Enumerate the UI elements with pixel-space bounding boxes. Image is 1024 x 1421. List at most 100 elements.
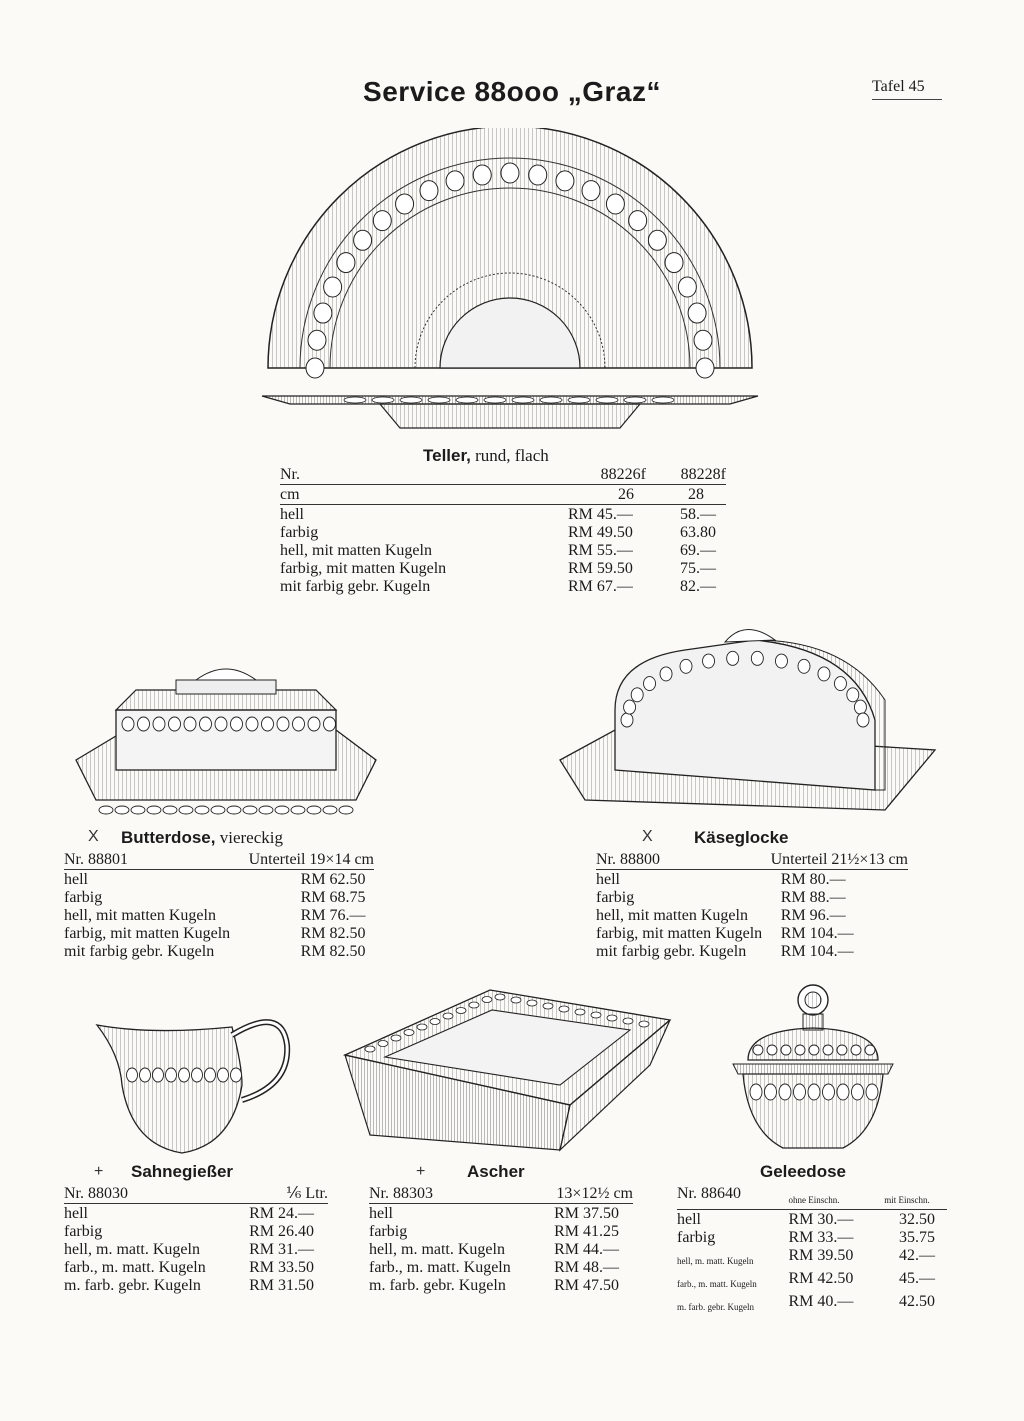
- bead-ornament: [323, 276, 343, 298]
- butterdose-title: Butterdose, viereckig: [121, 828, 283, 848]
- bead-ornament: [623, 699, 637, 715]
- bead-ornament: [146, 805, 162, 815]
- item-number: Nr. 88303: [369, 1185, 535, 1204]
- kaeseglocke-title: Käseglocke: [694, 828, 789, 848]
- geleedose-illustration: [732, 984, 894, 1149]
- bead-ornament: [679, 658, 693, 674]
- bead-ornament: [98, 805, 114, 815]
- bead-ornament: [377, 1040, 389, 1047]
- ascher-mark: +: [416, 1163, 426, 1180]
- sahnegiesser-mark: +: [94, 1163, 104, 1180]
- bead-ornament: [403, 1029, 415, 1036]
- bead-ornament: [455, 396, 479, 404]
- geleedose-title: Geleedose: [760, 1162, 846, 1182]
- bead-ornament: [290, 805, 306, 815]
- bead-ornament: [261, 716, 274, 732]
- butterdose-mark: X: [88, 828, 99, 845]
- bead-ornament: [511, 396, 535, 404]
- bead-ornament: [214, 716, 228, 732]
- bead-ornament: [630, 687, 644, 703]
- bead-ornament: [162, 805, 178, 815]
- item-number: Nr. 88800: [596, 851, 767, 870]
- bead-ornament: [581, 180, 601, 202]
- bead-ornament: [567, 396, 591, 404]
- bead-ornament: [590, 1011, 602, 1019]
- bead-ornament: [371, 396, 395, 404]
- teller-title: Teller, rund, flach: [423, 446, 549, 466]
- bead-ornament: [836, 1044, 848, 1056]
- bead-ornament: [836, 1083, 850, 1101]
- table-row: Nr. 88030 ⅙ Ltr.: [64, 1185, 328, 1204]
- bead-ornament: [638, 1020, 650, 1028]
- bead-ornament: [651, 396, 675, 404]
- bead-ornament: [353, 229, 373, 251]
- bead-ornament: [442, 1012, 454, 1020]
- size-value: 28: [646, 484, 726, 505]
- bead-ornament: [217, 1067, 229, 1083]
- bead-ornament: [307, 329, 327, 351]
- bead-ornament: [183, 716, 197, 732]
- item-size: Unterteil 21½×13 cm: [766, 851, 908, 870]
- bead-ornament: [178, 1067, 190, 1083]
- bead-ornament: [274, 805, 290, 815]
- bead-ornament: [766, 1044, 778, 1056]
- item-number: Nr. 88030: [64, 1185, 230, 1204]
- item-size: Unterteil 19×14 cm: [240, 851, 374, 870]
- bead-ornament: [313, 302, 333, 324]
- bead-ornament: [808, 1044, 820, 1056]
- table-row: Nr. 88640 ohne Einschn. mit Einschn.: [677, 1185, 947, 1210]
- table-row: cm 26 28: [280, 484, 726, 505]
- item-size: ⅙ Ltr.: [229, 1185, 328, 1204]
- column-label: mit Einschn.: [876, 1185, 947, 1210]
- bead-ornament: [574, 1008, 586, 1016]
- bead-ornament: [455, 1007, 467, 1014]
- bead-ornament: [775, 653, 788, 669]
- bead-ornament: [778, 1083, 792, 1101]
- bead-ornament: [395, 193, 415, 215]
- bead-ornament: [807, 1083, 821, 1101]
- bead-ornament: [693, 329, 713, 351]
- bead-ornament: [165, 1067, 177, 1083]
- bead-ornament: [822, 1044, 834, 1056]
- cm-label: cm: [280, 484, 546, 505]
- bead-ornament: [664, 252, 684, 274]
- plate-underline: [872, 99, 942, 100]
- bead-ornament: [445, 170, 465, 192]
- bead-ornament: [726, 650, 740, 666]
- sahnegiesser-illustration: [95, 1019, 291, 1154]
- butterdose-name: Butterdose,: [121, 828, 216, 847]
- size-value: 26: [546, 484, 646, 505]
- bead-ornament: [307, 716, 321, 732]
- bead-ornament: [864, 1044, 876, 1056]
- bead-ornament: [677, 276, 697, 298]
- bead-ornament: [230, 1067, 242, 1083]
- bead-ornament: [794, 1044, 806, 1056]
- table-row: Nr. 88801 Unterteil 19×14 cm: [64, 851, 374, 870]
- column-label: ohne Einschn.: [782, 1185, 877, 1210]
- bead-ornament: [846, 687, 860, 703]
- bead-ornament: [306, 805, 322, 815]
- teller-name: Teller,: [423, 446, 471, 465]
- bead-ornament: [178, 805, 194, 815]
- bead-ornament: [305, 357, 325, 379]
- bead-ornament: [853, 699, 867, 715]
- teller-desc: rund, flach: [470, 446, 549, 465]
- bead-ornament: [126, 1067, 138, 1083]
- bead-ornament: [797, 658, 811, 674]
